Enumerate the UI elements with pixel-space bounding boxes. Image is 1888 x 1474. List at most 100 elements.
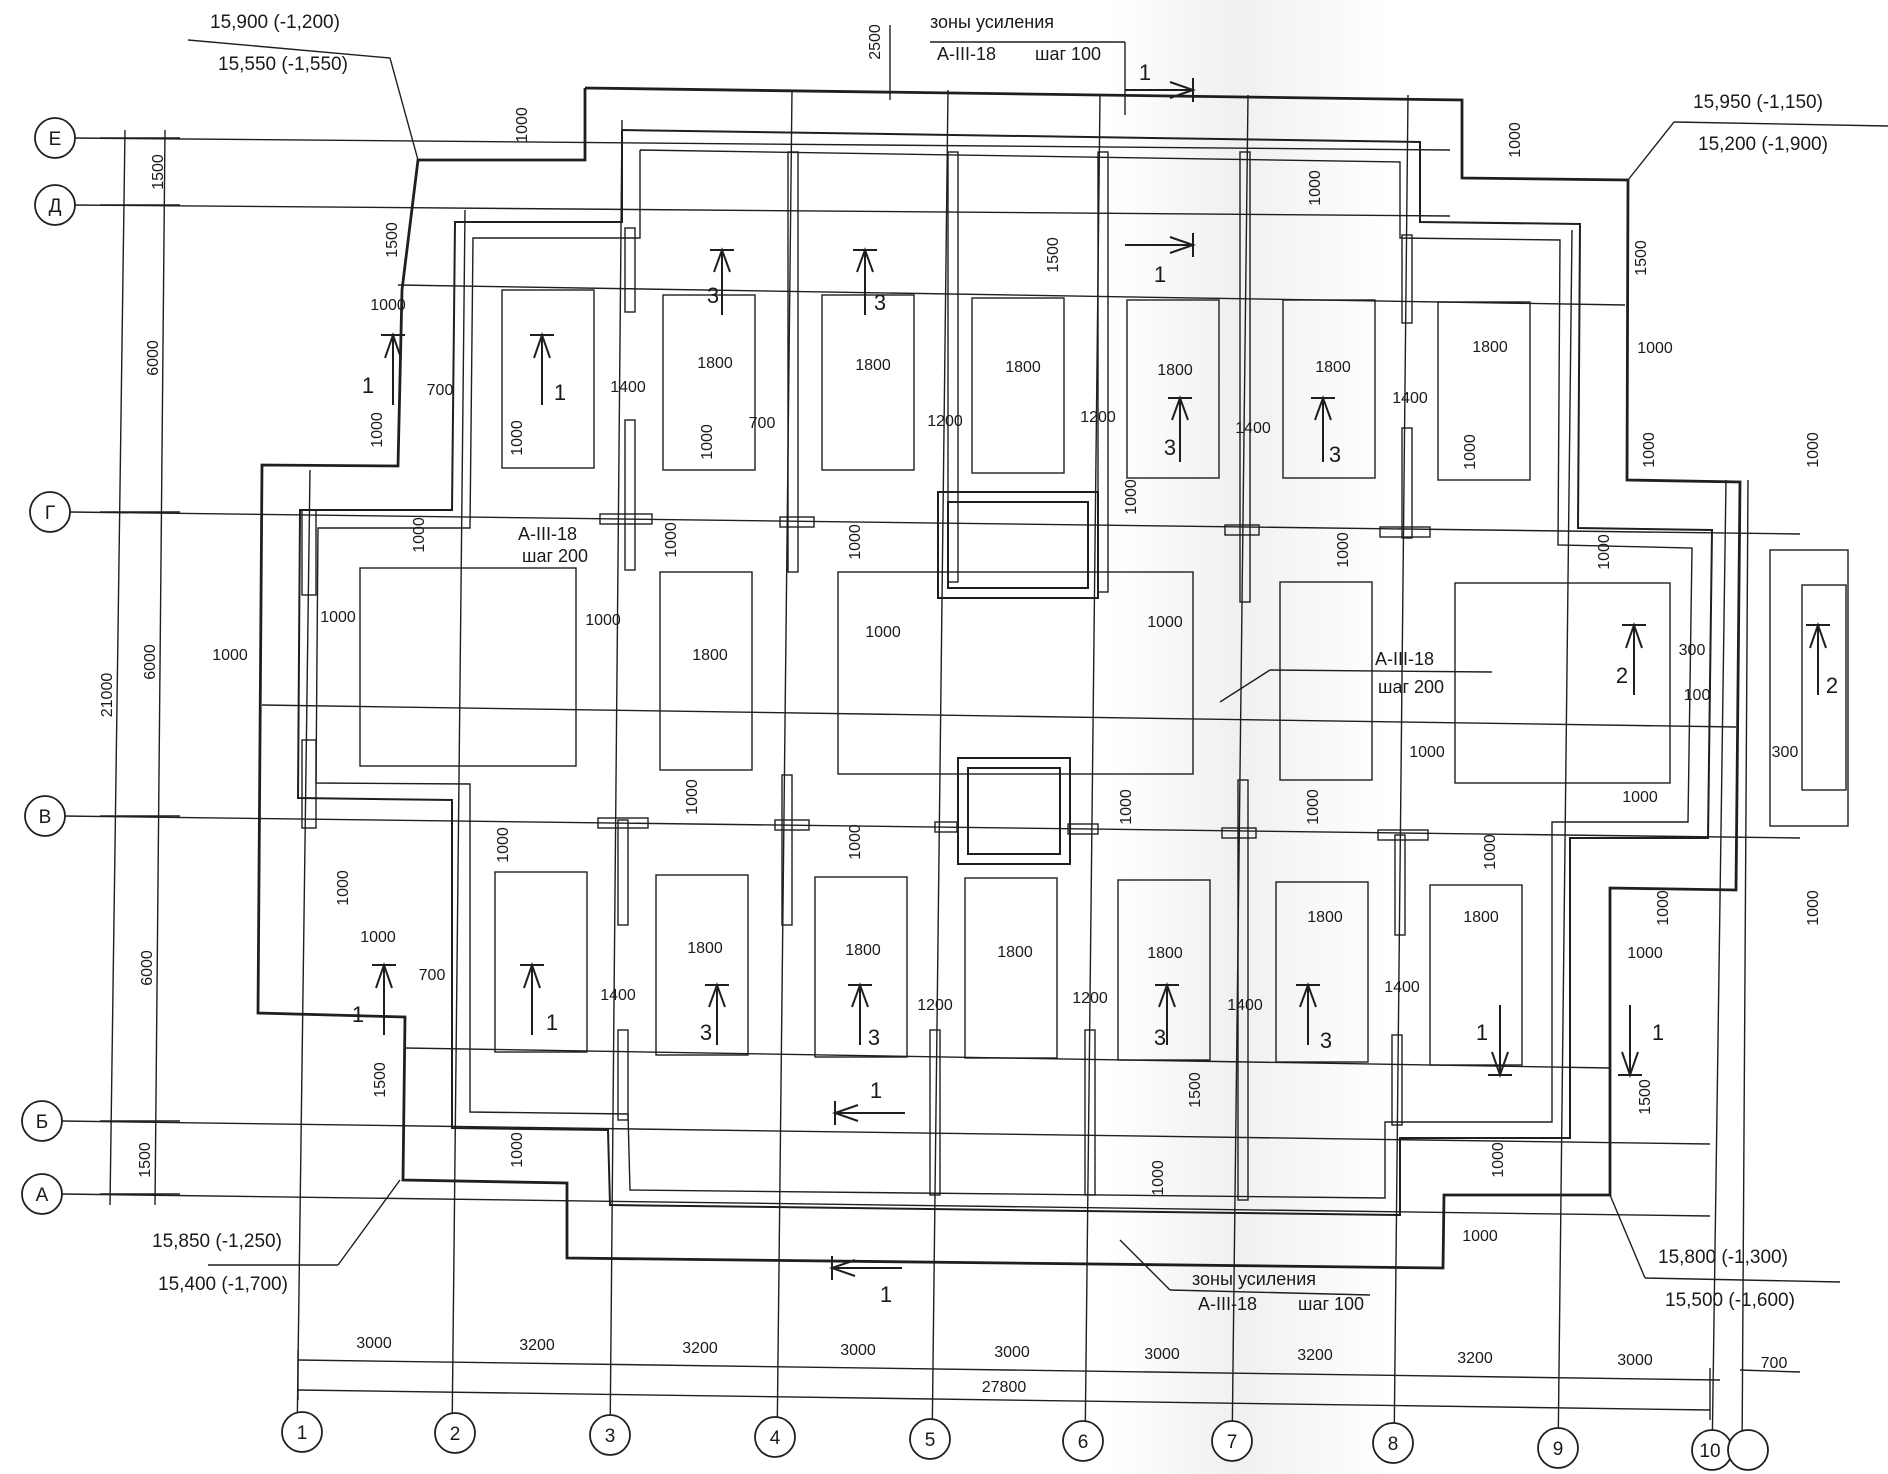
dim-1800: 1800	[1307, 909, 1343, 926]
dim-1000: 1000	[847, 524, 864, 560]
dim-1200: 1200	[1080, 409, 1116, 426]
left-dim-1: 1500	[150, 154, 167, 190]
dim-1000: 1000	[360, 929, 396, 946]
axis-label-E: Е	[49, 129, 62, 150]
dim-1000: 1000	[509, 420, 526, 456]
section-mark-1: 1	[1476, 1020, 1488, 1045]
section-mark-1: 1	[1139, 60, 1151, 85]
axis-label-8: 8	[1388, 1434, 1399, 1455]
dim-1800: 1800	[1147, 945, 1183, 962]
section-mark-1: 1	[362, 373, 374, 398]
dim-1400: 1400	[1384, 979, 1420, 996]
dim-1000: 1000	[1627, 945, 1663, 962]
section-mark-2: 2	[1616, 663, 1628, 688]
section-mark-1: 1	[1154, 262, 1166, 287]
dim-1000: 1000	[1482, 834, 1499, 870]
dim-700: 700	[749, 415, 776, 432]
dim-1400: 1400	[600, 987, 636, 1004]
dim-1000: 1000	[1335, 532, 1352, 568]
total-length: 27800	[982, 1379, 1027, 1396]
dim-1000: 1000	[1805, 432, 1822, 468]
left-dim-5: 1500	[137, 1142, 154, 1178]
number-axis-bubbles: 1 2 3 4 5 6 7 8 9 10	[281, 1411, 1769, 1471]
dim-1500: 1500	[1045, 237, 1062, 273]
span-4-5: 3000	[840, 1342, 876, 1359]
slab-inner-outline	[296, 129, 1714, 1217]
left-dim-3: 6000	[142, 644, 159, 680]
dim-1800: 1800	[845, 942, 881, 959]
dim-1800: 1800	[855, 357, 891, 374]
dim-1000: 1000	[411, 517, 428, 553]
section-mark-1: 1	[352, 1002, 364, 1027]
dim-1000: 1000	[1596, 534, 1613, 570]
dim-1000: 1000	[1305, 789, 1322, 825]
dim-700: 700	[419, 967, 446, 984]
axis-label-1: 1	[297, 1423, 308, 1444]
span-2-3: 3200	[519, 1337, 555, 1354]
elevation-bottom-right-b: 15,500 (-1,600)	[1665, 1290, 1795, 1311]
zone-bar-bottom: А-III-18	[1198, 1294, 1257, 1314]
dim-1000: 1000	[1123, 479, 1140, 515]
dim-300: 300	[1679, 642, 1706, 659]
dim-1000: 1000	[847, 824, 864, 860]
dim-1400: 1400	[1235, 420, 1271, 437]
axis-label-9: 9	[1553, 1439, 1564, 1460]
grid-bar-label: А-III-18	[518, 524, 577, 544]
left-total: 21000	[99, 673, 116, 718]
span-6-7: 3000	[1144, 1346, 1180, 1363]
dim-1000: 1000	[1147, 614, 1183, 631]
span-9-10: 3000	[1617, 1352, 1653, 1369]
zone-title-top: зоны усиления	[930, 12, 1054, 32]
axis-label-10: 10	[1699, 1441, 1720, 1462]
dim-1000: 1000	[495, 827, 512, 863]
section-mark-3: 3	[1329, 442, 1341, 467]
dim-100: 100	[1684, 687, 1711, 704]
span-7-8: 3200	[1297, 1347, 1333, 1364]
axis-label-7: 7	[1227, 1432, 1238, 1453]
axis-label-3: 3	[605, 1426, 616, 1447]
zone-step-bottom: шаг 100	[1298, 1294, 1364, 1314]
dim-700: 700	[427, 382, 454, 399]
dim-1400: 1400	[610, 379, 646, 396]
axis-label-B: Б	[36, 1112, 48, 1133]
slab-outline	[256, 86, 1742, 1270]
dim-1000: 1000	[1655, 890, 1672, 926]
dim-1000: 1000	[370, 297, 406, 314]
bottom-dimension-texts: 3000 3200 3200 3000 3000 3000 3200 3200 …	[356, 1335, 1787, 1396]
zone-step-top: шаг 100	[1035, 44, 1101, 64]
dim-1800: 1800	[1472, 339, 1508, 356]
elevation-bottom-right-a: 15,800 (-1,300)	[1658, 1247, 1788, 1268]
dim-1000: 1000	[1307, 170, 1324, 206]
left-dim-2: 6000	[145, 340, 162, 376]
dim-1500: 1500	[1633, 240, 1650, 276]
section-mark-3: 3	[868, 1025, 880, 1050]
dim-1200: 1200	[917, 997, 953, 1014]
dim-1000: 1000	[1462, 1228, 1498, 1245]
dim-1000: 1000	[514, 107, 531, 143]
right-bar-label: А-III-18	[1375, 649, 1434, 669]
dim-1000: 1000	[1805, 890, 1822, 926]
local-dimension-texts: 1800 1800 1800 1800 1800 1800 1800 1800 …	[212, 297, 1798, 1245]
section-mark-1: 1	[880, 1282, 892, 1307]
dim-1000: 1000	[1637, 340, 1673, 357]
axis-label-V: В	[39, 807, 52, 828]
span-3-4: 3200	[682, 1340, 718, 1357]
vertical-dimension-texts: 2500 1000 1000 1000 1500 1500 1500 1000 …	[335, 24, 1822, 1196]
dim-1000: 1000	[369, 412, 386, 448]
dim-1500: 1500	[372, 1062, 389, 1098]
section-mark-3: 3	[707, 283, 719, 308]
left-dim-4: 6000	[139, 950, 156, 986]
axis-label-A: А	[36, 1185, 49, 1206]
dim-1800: 1800	[1157, 362, 1193, 379]
dim-1000: 1000	[1641, 432, 1658, 468]
dim-1400: 1400	[1227, 997, 1263, 1014]
dim-1800: 1800	[997, 944, 1033, 961]
span-5-6: 3000	[994, 1344, 1030, 1361]
left-dimension-texts: 1500 6000 6000 6000 1500 21000	[99, 154, 167, 1178]
dim-1000: 1000	[335, 870, 352, 906]
dim-300: 300	[1772, 744, 1799, 761]
dim-1200: 1200	[927, 413, 963, 430]
dim-1000: 1000	[1150, 1160, 1167, 1196]
dim-1200: 1200	[1072, 990, 1108, 1007]
dim-1500: 1500	[1637, 1079, 1654, 1115]
